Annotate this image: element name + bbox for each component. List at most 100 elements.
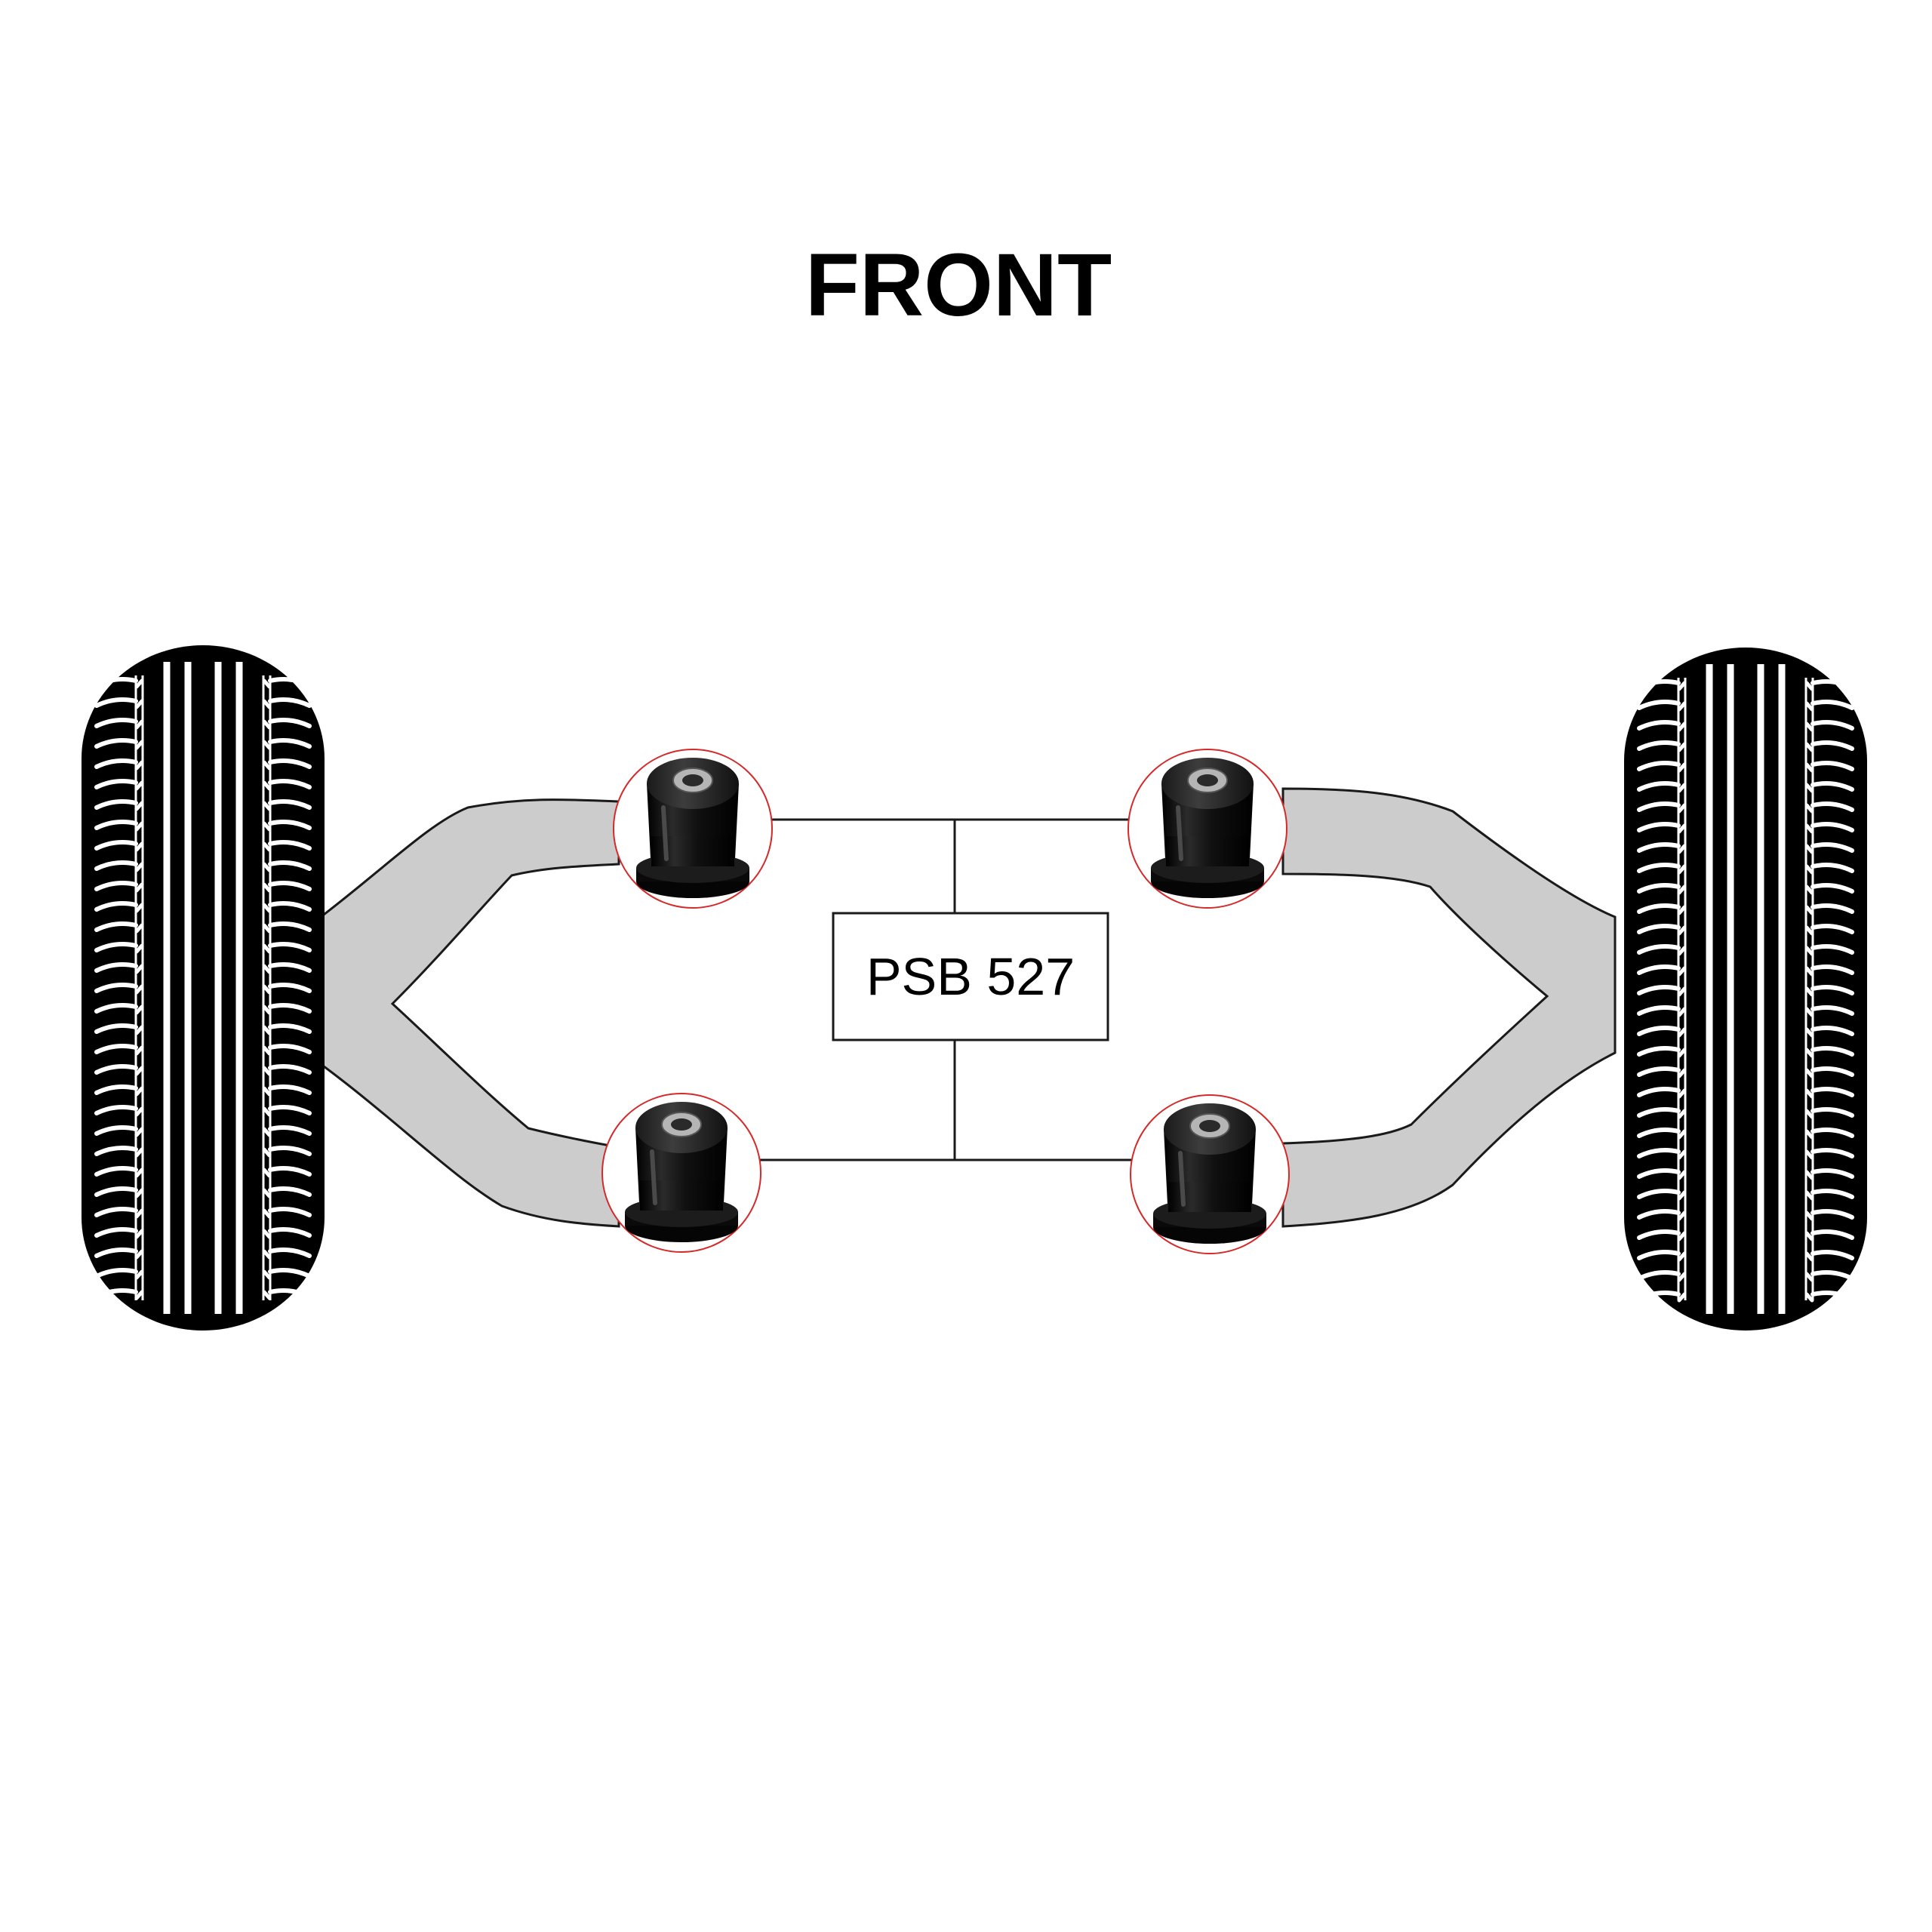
tread-block xyxy=(262,1147,272,1158)
tread-block xyxy=(1637,944,1681,955)
tread-block xyxy=(1804,1190,1814,1201)
tread-block xyxy=(94,840,138,851)
tread-block xyxy=(268,1227,312,1238)
tread-block xyxy=(1810,801,1854,812)
tread-block xyxy=(1804,864,1814,875)
part-number-label: PSB 527 xyxy=(866,947,1075,1006)
tread-block xyxy=(1804,1211,1814,1221)
tread-block xyxy=(1637,842,1681,853)
tread-block xyxy=(134,1249,144,1260)
tread-block xyxy=(1677,925,1687,936)
tread-block xyxy=(1637,1168,1681,1179)
tread-block xyxy=(94,921,138,932)
tread-block xyxy=(268,901,312,912)
tread-block xyxy=(1804,721,1814,732)
tread-block xyxy=(134,1168,144,1178)
tread-block xyxy=(134,740,144,750)
tread-block xyxy=(268,1268,312,1278)
tread-block xyxy=(1810,1148,1854,1158)
tread-block xyxy=(94,1146,138,1156)
tread-block xyxy=(1810,1168,1854,1179)
tread-block xyxy=(1637,903,1681,914)
tread-block xyxy=(262,964,272,974)
bush-lower-body xyxy=(640,1180,723,1211)
tread-block xyxy=(1810,964,1854,975)
tread-block xyxy=(1677,1292,1687,1303)
bush-sleeve-bore xyxy=(1199,1120,1220,1132)
tread-block xyxy=(268,758,312,769)
tread-block xyxy=(1804,905,1814,915)
tread-block xyxy=(262,841,272,852)
left-tyre-icon xyxy=(82,645,325,1331)
tread-block xyxy=(1810,700,1854,710)
tread-block xyxy=(134,760,144,771)
tread-block xyxy=(1677,844,1687,854)
tread-block xyxy=(94,901,138,912)
tread-block xyxy=(134,862,144,872)
tread-block xyxy=(1804,783,1814,793)
tread-block xyxy=(134,821,144,832)
tread-block xyxy=(1637,1270,1681,1281)
tread-block xyxy=(262,1127,272,1137)
tread-block xyxy=(134,964,144,974)
bush-highlight xyxy=(1178,1151,1186,1207)
tread-block xyxy=(94,1268,138,1278)
tread-block xyxy=(134,1025,144,1035)
tread-block xyxy=(94,1125,138,1136)
diagram-title: FRONT xyxy=(805,235,1112,335)
tread-block xyxy=(1810,1066,1854,1077)
tread-block xyxy=(1804,946,1814,956)
tread-block xyxy=(1677,1007,1687,1017)
tread-block xyxy=(1810,903,1854,914)
tread-block xyxy=(268,677,312,688)
tread-block xyxy=(134,903,144,913)
tread-block xyxy=(134,678,144,689)
tread-block xyxy=(1637,700,1681,710)
tread-block xyxy=(1804,1231,1814,1241)
tread-block xyxy=(1677,1190,1687,1201)
tread-block xyxy=(1810,1291,1854,1301)
tread-block xyxy=(1810,1189,1854,1199)
bush-highlight xyxy=(650,1149,657,1205)
tread-block xyxy=(1677,1231,1687,1241)
tread-block xyxy=(94,1207,138,1217)
bush-sleeve-bore xyxy=(682,774,703,786)
tread-block xyxy=(1637,1046,1681,1057)
tread-block xyxy=(1677,905,1687,915)
tread-block xyxy=(268,860,312,871)
tread-block xyxy=(1637,1107,1681,1118)
tread-block xyxy=(1637,1026,1681,1036)
tread-block xyxy=(1810,944,1854,955)
tread-block xyxy=(1637,801,1681,812)
tread-block xyxy=(1804,1068,1814,1078)
tread-block xyxy=(262,943,272,954)
tread-block xyxy=(1637,1005,1681,1016)
tread-block xyxy=(1637,924,1681,934)
tread-block xyxy=(1804,1088,1814,1099)
tread-block xyxy=(262,1249,272,1260)
tread-block xyxy=(134,699,144,709)
bush-lower-body xyxy=(1166,836,1249,866)
tread-block xyxy=(94,738,138,749)
tread-block xyxy=(1677,742,1687,752)
tread-block xyxy=(1804,1048,1814,1058)
tread-block xyxy=(268,1247,312,1258)
tread-block xyxy=(262,903,272,913)
tread-block xyxy=(94,1003,138,1014)
tread-block xyxy=(268,820,312,830)
tread-block xyxy=(1637,720,1681,731)
tread-block xyxy=(1677,966,1687,977)
tread-block xyxy=(94,1166,138,1177)
tread-block xyxy=(1804,884,1814,895)
tread-block xyxy=(1637,1087,1681,1097)
tread-block xyxy=(1804,986,1814,997)
tread-block xyxy=(94,942,138,952)
tread-block xyxy=(262,1004,272,1015)
tread-block xyxy=(1677,823,1687,834)
tread-block xyxy=(134,1229,144,1239)
tread-block xyxy=(94,799,138,810)
tread-block xyxy=(268,1064,312,1075)
bush-sleeve-bore xyxy=(1197,774,1218,786)
tread-block xyxy=(1677,1211,1687,1221)
tread-block xyxy=(134,923,144,934)
